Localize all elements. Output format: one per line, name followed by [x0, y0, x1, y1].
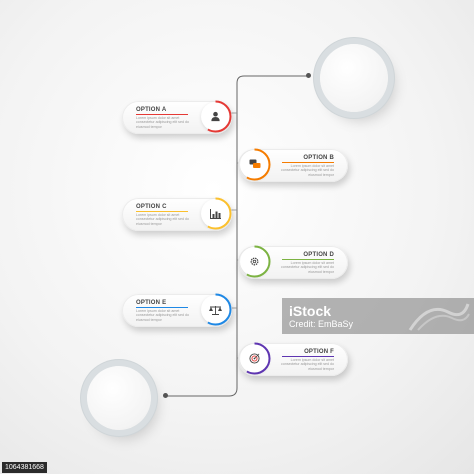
option-b-underline	[282, 162, 334, 163]
option-f-underline	[282, 356, 334, 357]
watermark-swirl-graphic	[408, 303, 470, 331]
option-d-underline	[282, 259, 334, 260]
option-a-badge	[199, 100, 232, 133]
option-d-card: OPTION D Lorem ipsum dolor sit amet cons…	[238, 245, 348, 279]
option-c-title: OPTION C	[136, 204, 167, 210]
chat-icon	[249, 159, 260, 168]
option-e-title: OPTION E	[136, 300, 167, 306]
option-c-card: OPTION C Lorem ipsum dolor sit amet cons…	[122, 197, 232, 231]
option-d-badge	[238, 245, 271, 278]
istock-watermark: iStock Credit: EmBaSy	[282, 298, 474, 334]
option-b-card: OPTION B Lorem ipsum dolor sit amet cons…	[238, 148, 348, 182]
option-f-text: Lorem ipsum dolor sit amet consectetur a…	[281, 358, 334, 371]
scales-icon	[209, 305, 222, 315]
watermark-brand: iStock	[289, 303, 332, 319]
option-e-text: Lorem ipsum dolor sit amet consectetur a…	[136, 309, 189, 322]
start-circle	[320, 44, 388, 112]
option-c-text: Lorem ipsum dolor sit amet consectetur a…	[136, 213, 189, 226]
watermark-credit: Credit: EmBaSy	[289, 319, 354, 329]
end-circle	[87, 366, 151, 430]
option-b-title: OPTION B	[303, 155, 334, 161]
option-c-underline	[136, 211, 188, 212]
gear-icon	[250, 257, 259, 266]
bar-chart-icon	[210, 208, 221, 219]
connector-dot-bottom	[163, 393, 168, 398]
option-d-text: Lorem ipsum dolor sit amet consectetur a…	[281, 261, 334, 274]
option-a-underline	[136, 114, 188, 115]
option-a-card: OPTION A Lorem ipsum dolor sit amet cons…	[122, 100, 232, 134]
option-f-badge	[238, 342, 271, 375]
option-b-badge	[238, 148, 271, 181]
option-a-text: Lorem ipsum dolor sit amet consectetur a…	[136, 116, 189, 129]
option-f-title: OPTION F	[304, 349, 334, 355]
option-b-text: Lorem ipsum dolor sit amet consectetur a…	[281, 164, 334, 177]
connector-dot-top	[306, 73, 311, 78]
option-e-badge	[199, 293, 232, 326]
option-c-badge	[199, 197, 232, 230]
option-e-card: OPTION E Lorem ipsum dolor sit amet cons…	[122, 293, 232, 327]
target-icon	[249, 353, 260, 364]
option-f-card: OPTION F Lorem ipsum dolor sit amet cons…	[238, 342, 348, 376]
person-icon	[211, 111, 220, 122]
option-d-title: OPTION D	[303, 252, 334, 258]
stock-id-label: 1064381668	[2, 462, 47, 473]
option-e-underline	[136, 307, 188, 308]
option-a-title: OPTION A	[136, 107, 167, 113]
